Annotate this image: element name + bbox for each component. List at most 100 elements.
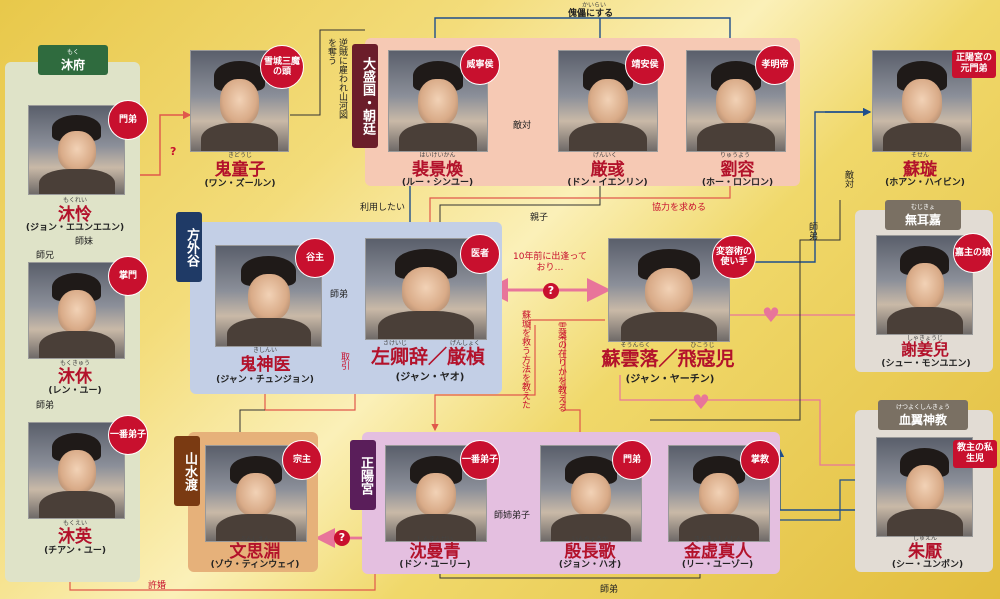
ruby-saheiji-a: さけいじ: [382, 340, 407, 347]
ruby-soun-b: ひこうじ: [690, 342, 715, 349]
rel-q1: ?: [170, 145, 177, 158]
badge-soun: 変容術の使い手: [712, 235, 756, 279]
ruby-inchoka: いんちょうか: [571, 536, 608, 543]
name-bunshi: 文思淵: [229, 542, 281, 562]
ruby-soun-a: そうんらく: [620, 342, 651, 349]
name-genwaku: 厳彧: [590, 160, 625, 180]
badge-shusen: 教主の私生児: [953, 440, 997, 468]
name-shakyo: 謝姜兒: [900, 340, 949, 359]
heart-icon: ♥: [692, 390, 710, 414]
photo-shakyo[interactable]: [876, 235, 973, 335]
badge-mokurei: 門弟: [108, 100, 148, 140]
rel-tekitai1: 敵対: [513, 121, 532, 131]
actor-saheiji: (ジャン・ヤオ): [395, 372, 465, 383]
actor-inchoka: (ジョン・ハオ): [558, 560, 622, 570]
photo-inchoka[interactable]: [540, 445, 642, 542]
actor-shinman: (ドン・ユーリー): [399, 560, 471, 570]
ruby-sosen: そせん: [910, 152, 929, 159]
badge-saheiji: 医者: [460, 234, 500, 274]
ruby-peikei: はいけいかん: [419, 152, 456, 159]
group-label-ketsuyoku: けつよくしんきょう血翼神教: [878, 400, 968, 430]
name-shusen: 朱厭: [908, 542, 942, 562]
rel-shitei3: 師弟: [807, 222, 817, 240]
actor-soun: (ジャン・ヤーチン): [625, 374, 715, 385]
ruby-bunshi: ぶんしえん: [239, 536, 270, 543]
rel-deatte: 10年前に出逢っており…: [512, 252, 587, 273]
photo-mokukyu[interactable]: [28, 262, 125, 359]
badge-shakyo: 嘉主の娘: [953, 233, 993, 273]
name-peikei: 裴景煥: [412, 160, 463, 180]
badge-kidoji: 雪城三魔の頭: [260, 45, 304, 89]
rel-shitei-deshi: 師姉弟子: [494, 511, 531, 521]
actor-bunshi: (ゾウ・ティンウェイ): [210, 560, 300, 570]
name-kinkyo: 金虚真人: [684, 542, 752, 562]
name-mokurei: 沐怜: [58, 205, 92, 225]
ruby-mokurei: もくれい: [62, 197, 87, 204]
rel-tekitai2: 敵対: [843, 170, 853, 188]
rel-gyakuzoku: 逆賊に雇われ山河図を奪う: [326, 38, 347, 119]
rel-shitei4: 師弟: [600, 585, 619, 595]
badge-sosen: 正陽宮の元門弟: [952, 50, 996, 78]
badge-inchoka: 門弟: [612, 440, 652, 480]
ruby-shinman: しんまんせい: [416, 536, 453, 543]
photo-kishini[interactable]: [215, 245, 322, 347]
ruby-kidoji: きどうじ: [227, 152, 252, 159]
badge-peikei: 威寧侯: [460, 45, 500, 85]
name-kishini: 鬼神医: [239, 355, 291, 375]
rel-oyako: 親子: [530, 213, 549, 223]
rel-kyokon: 許婚: [148, 581, 167, 591]
badge-shinman: 一番弟子: [460, 440, 500, 480]
rel-shitei2: 師弟: [330, 290, 349, 300]
badge-mokukyu: 掌門: [108, 256, 148, 296]
name-saheiji: 左卿辞／厳楨: [370, 346, 485, 368]
badge-kishini: 谷主: [295, 238, 335, 278]
ruby-genwaku: げんいく: [592, 152, 617, 159]
group-label-daisei: 大盛国・朝廷: [352, 44, 378, 148]
ruby-saheiji-b: げんしょく: [449, 340, 480, 347]
badge-bunshi: 宗主: [282, 440, 322, 480]
rel-q2: ?: [543, 283, 559, 299]
ruby-shusen: しゅえん: [912, 535, 937, 542]
group-label-mujikyo: むじきょ無耳嘉: [885, 200, 961, 230]
photo-peikei[interactable]: [388, 50, 488, 152]
ruby-mokukyu: もくきゅう: [59, 360, 90, 367]
actor-kidoji: (ワン・ズールン): [204, 179, 276, 189]
actor-kinkyo: (リー・ユーゾー): [681, 560, 754, 570]
photo-soun[interactable]: [608, 238, 730, 342]
rel-kairai: 傀儡にする: [568, 9, 614, 19]
rel-toriyose: 取引: [339, 352, 349, 370]
ruby-ryuyo: りゅうよう: [719, 152, 750, 159]
actor-mokuei: (チアン・ユー): [44, 546, 106, 556]
rel-kyoryoku: 協力を求める: [652, 203, 707, 213]
badge-ryuyo: 孝明帝: [755, 45, 795, 85]
photo-genwaku[interactable]: [558, 50, 658, 152]
ruby-shakyo: しゃきょうじ: [906, 335, 943, 342]
ruby-mokuei: もくえい: [62, 520, 87, 527]
group-label-hogaikoku: 方外谷: [176, 212, 202, 282]
actor-peikei: (ルー・シンユー): [401, 178, 474, 188]
name-mokuei: 沐英: [58, 527, 92, 547]
actor-sosen: (ホアン・ハイビン): [885, 178, 965, 188]
heart-icon: ♥: [762, 303, 780, 327]
group-label-sansuido: 山水渡: [174, 436, 200, 506]
actor-mokurei: (ジョン・エユンエユン): [25, 223, 125, 233]
rel-q3: ?: [334, 530, 350, 546]
name-inchoka: 殷長歌: [564, 542, 616, 562]
rel-shikei: 師兄: [36, 251, 55, 261]
name-shinman: 沈曼青: [409, 542, 461, 562]
rel-kairai-ruby: かいらい: [582, 2, 607, 9]
actor-shusen: (シー・ユンポン): [891, 560, 964, 570]
group-label-seiyokyu: 正陽宮: [350, 440, 376, 510]
badge-kinkyo: 掌教: [740, 440, 780, 480]
name-kidoji: 鬼童子: [214, 160, 266, 180]
name-mokukyu: 沐休: [58, 367, 92, 387]
rel-riyo: 利用したい: [360, 203, 406, 213]
ruby-kishini: きしんい: [252, 347, 277, 354]
badge-genwaku: 靖安侯: [625, 45, 665, 85]
rel-reiyaku: 霊薬の在りかを教える: [556, 322, 566, 412]
ruby-kinkyo: きんきょしんじん: [693, 536, 742, 543]
actor-kishini: (ジャン・チュンジョン): [216, 375, 314, 385]
rel-shimai: 師妹: [75, 237, 94, 247]
rel-shitei1: 師弟: [36, 401, 55, 411]
group-label-mokufu: もく沐府: [38, 45, 108, 75]
